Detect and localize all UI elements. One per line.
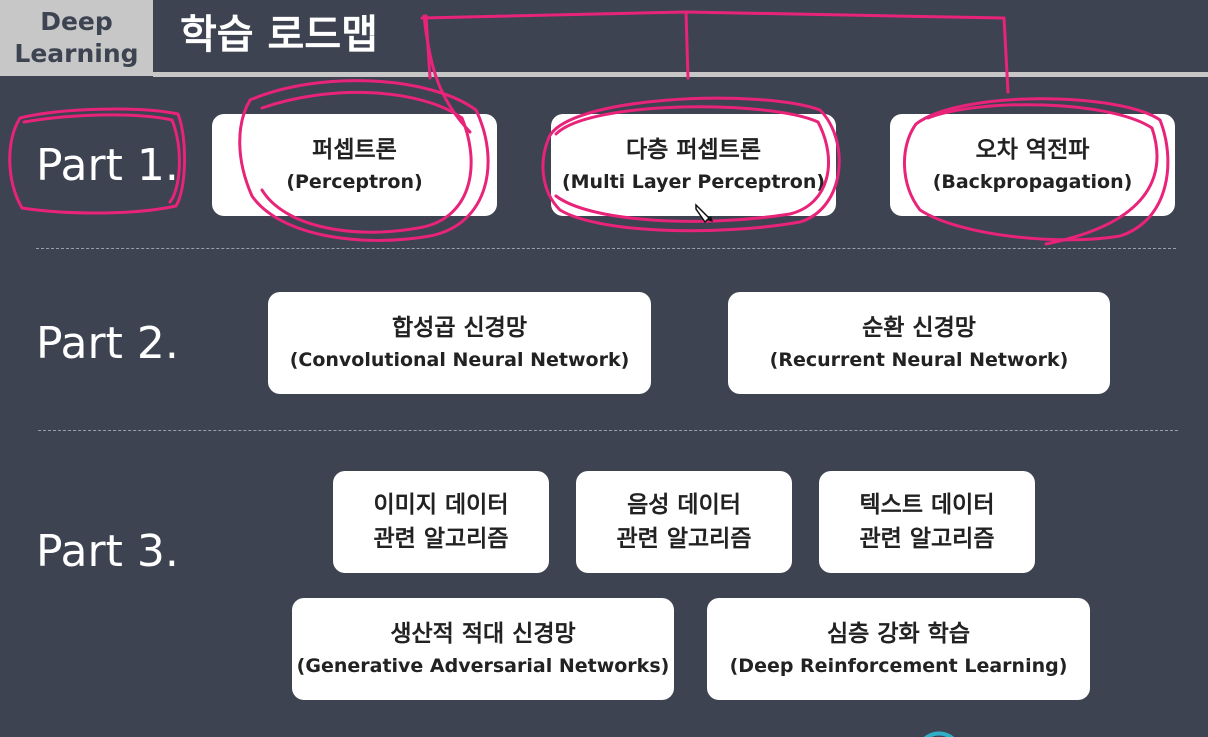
card-title: 텍스트 데이터	[859, 492, 995, 518]
card-text-data[interactable]: 텍스트 데이터 관련 알고리즘	[819, 471, 1035, 573]
card-subtitle: (Backpropagation)	[932, 171, 1133, 193]
card-rnn[interactable]: 순환 신경망 (Recurrent Neural Network)	[728, 292, 1110, 394]
card-title: 음성 데이터	[627, 492, 741, 518]
card-subtitle: (Convolutional Neural Network)	[289, 349, 630, 371]
card-cnn[interactable]: 합성곱 신경망 (Convolutional Neural Network)	[268, 292, 651, 394]
card-subtitle: 관련 알고리즘	[616, 526, 752, 552]
card-title: 다층 퍼셉트론	[626, 137, 761, 163]
card-deep-rl[interactable]: 심층 강화 학습 (Deep Reinforcement Learning)	[707, 598, 1090, 700]
annotation-bracket	[420, 10, 1010, 94]
card-backpropagation[interactable]: 오차 역전파 (Backpropagation)	[890, 114, 1175, 216]
card-subtitle: 관련 알고리즘	[859, 526, 995, 552]
part-3-label: Part 3.	[36, 526, 179, 577]
card-subtitle: (Multi Layer Perceptron)	[561, 171, 826, 193]
card-title: 순환 신경망	[862, 315, 976, 341]
part-2-label: Part 2.	[36, 318, 179, 369]
page-title: 학습 로드맵	[180, 12, 378, 58]
brand-line-1: Deep	[40, 7, 113, 36]
divider-2	[38, 430, 1178, 431]
card-subtitle: (Generative Adversarial Networks)	[296, 655, 670, 677]
header-rule	[153, 72, 1208, 77]
card-title: 이미지 데이터	[373, 492, 509, 518]
divider-1	[36, 248, 1176, 249]
card-subtitle: (Recurrent Neural Network)	[769, 349, 1069, 371]
teal-arc-icon	[924, 731, 954, 737]
card-title: 퍼셉트론	[312, 137, 397, 163]
annotation-bracket-stem	[684, 10, 690, 80]
card-image-data[interactable]: 이미지 데이터 관련 알고리즘	[333, 471, 549, 573]
card-gan[interactable]: 생산적 적대 신경망 (Generative Adversarial Netwo…	[292, 598, 674, 700]
card-title: 심층 강화 학습	[827, 621, 970, 647]
brand-badge: Deep Learning	[0, 0, 153, 76]
card-multi-layer-perceptron[interactable]: 다층 퍼셉트론 (Multi Layer Perceptron)	[551, 114, 836, 216]
card-subtitle: (Perceptron)	[286, 171, 423, 193]
card-title: 오차 역전파	[975, 137, 1090, 163]
annotation-bracket-left	[424, 14, 432, 80]
card-perceptron[interactable]: 퍼셉트론 (Perceptron)	[212, 114, 497, 216]
card-title: 합성곱 신경망	[392, 315, 527, 341]
pen-cursor-icon	[695, 203, 713, 224]
card-subtitle: 관련 알고리즘	[373, 526, 509, 552]
card-title: 생산적 적대 신경망	[390, 621, 576, 647]
part-1-label: Part 1.	[36, 140, 179, 191]
card-audio-data[interactable]: 음성 데이터 관련 알고리즘	[576, 471, 792, 573]
brand-line-2: Learning	[14, 39, 139, 68]
card-subtitle: (Deep Reinforcement Learning)	[729, 655, 1068, 677]
